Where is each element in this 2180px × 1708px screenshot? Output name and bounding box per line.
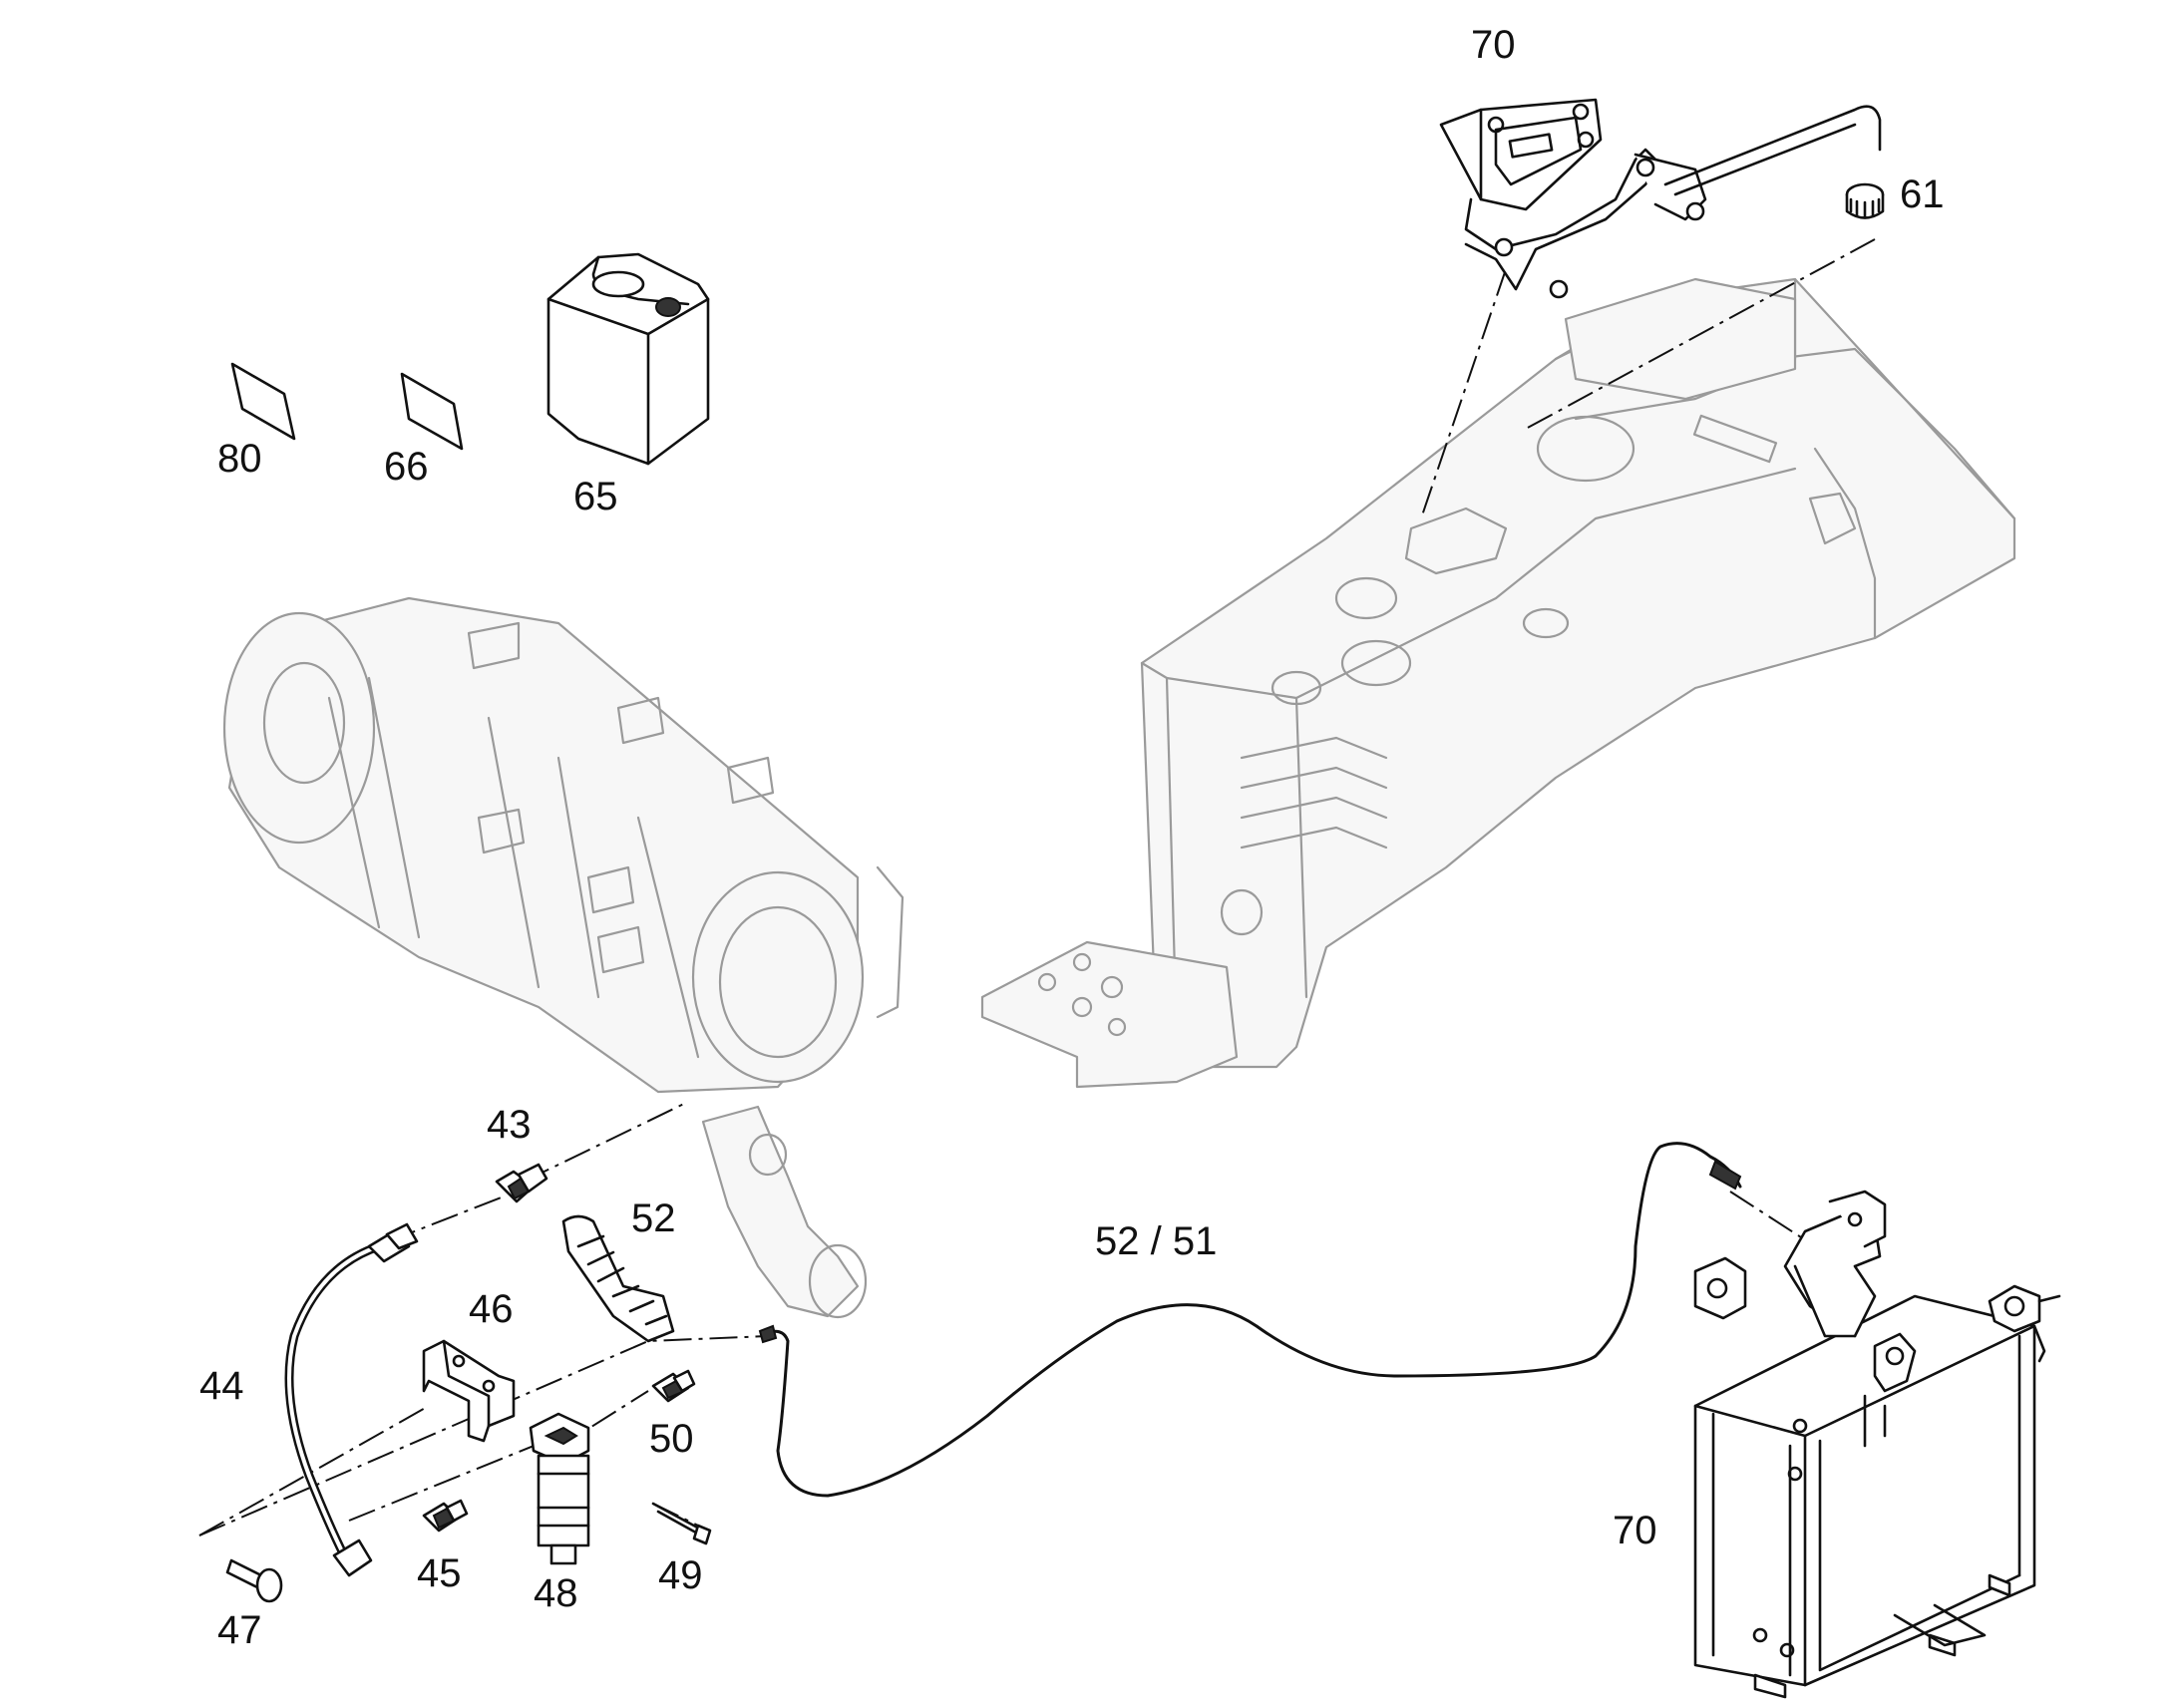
part-61-cap[interactable] — [1845, 182, 1885, 219]
part-70-control-module-top[interactable] — [1439, 98, 1882, 299]
callout-48: 48 — [534, 1571, 578, 1615]
part-65-fluid-canister[interactable] — [546, 252, 710, 466]
vehicle-frame-ghost — [980, 277, 2016, 1089]
part-80-label-sheet[interactable] — [230, 362, 296, 441]
exhaust-aftertreatment-ghost — [222, 596, 905, 1319]
part-66-label-sheet[interactable] — [400, 372, 464, 451]
callout-70-top: 70 — [1471, 23, 1516, 67]
part-45-fitting[interactable] — [422, 1499, 469, 1533]
callout-70-bottom: 70 — [1613, 1509, 1657, 1552]
part-49-long-bolt[interactable] — [651, 1502, 712, 1545]
callout-80: 80 — [217, 437, 262, 481]
callout-61: 61 — [1900, 172, 1945, 216]
part-52-hose-sleeve[interactable] — [561, 1214, 675, 1343]
part-70-control-unit-bottom[interactable] — [1693, 1190, 2061, 1699]
callout-43: 43 — [487, 1103, 532, 1147]
part-52-51-sensor-cable[interactable] — [758, 1142, 1742, 1498]
callout-50: 50 — [649, 1417, 694, 1461]
callout-47: 47 — [217, 1608, 262, 1652]
part-50-fitting[interactable] — [651, 1369, 696, 1403]
callout-66: 66 — [384, 445, 429, 489]
part-43-sensor-fitting[interactable] — [495, 1163, 548, 1203]
part-48-filter-housing[interactable] — [529, 1412, 590, 1565]
part-46-mounting-bracket[interactable] — [422, 1339, 516, 1443]
callout-49: 49 — [658, 1553, 703, 1597]
callout-44: 44 — [199, 1364, 244, 1408]
callout-52-51: 52 / 51 — [1095, 1219, 1218, 1263]
callout-52: 52 — [631, 1196, 676, 1240]
part-47-bolt[interactable] — [225, 1558, 283, 1603]
leader-lines — [198, 238, 1876, 1537]
callout-45: 45 — [417, 1551, 462, 1595]
callout-46: 46 — [469, 1287, 514, 1331]
part-44-hose-assembly[interactable] — [284, 1222, 419, 1577]
callout-65: 65 — [573, 475, 618, 518]
